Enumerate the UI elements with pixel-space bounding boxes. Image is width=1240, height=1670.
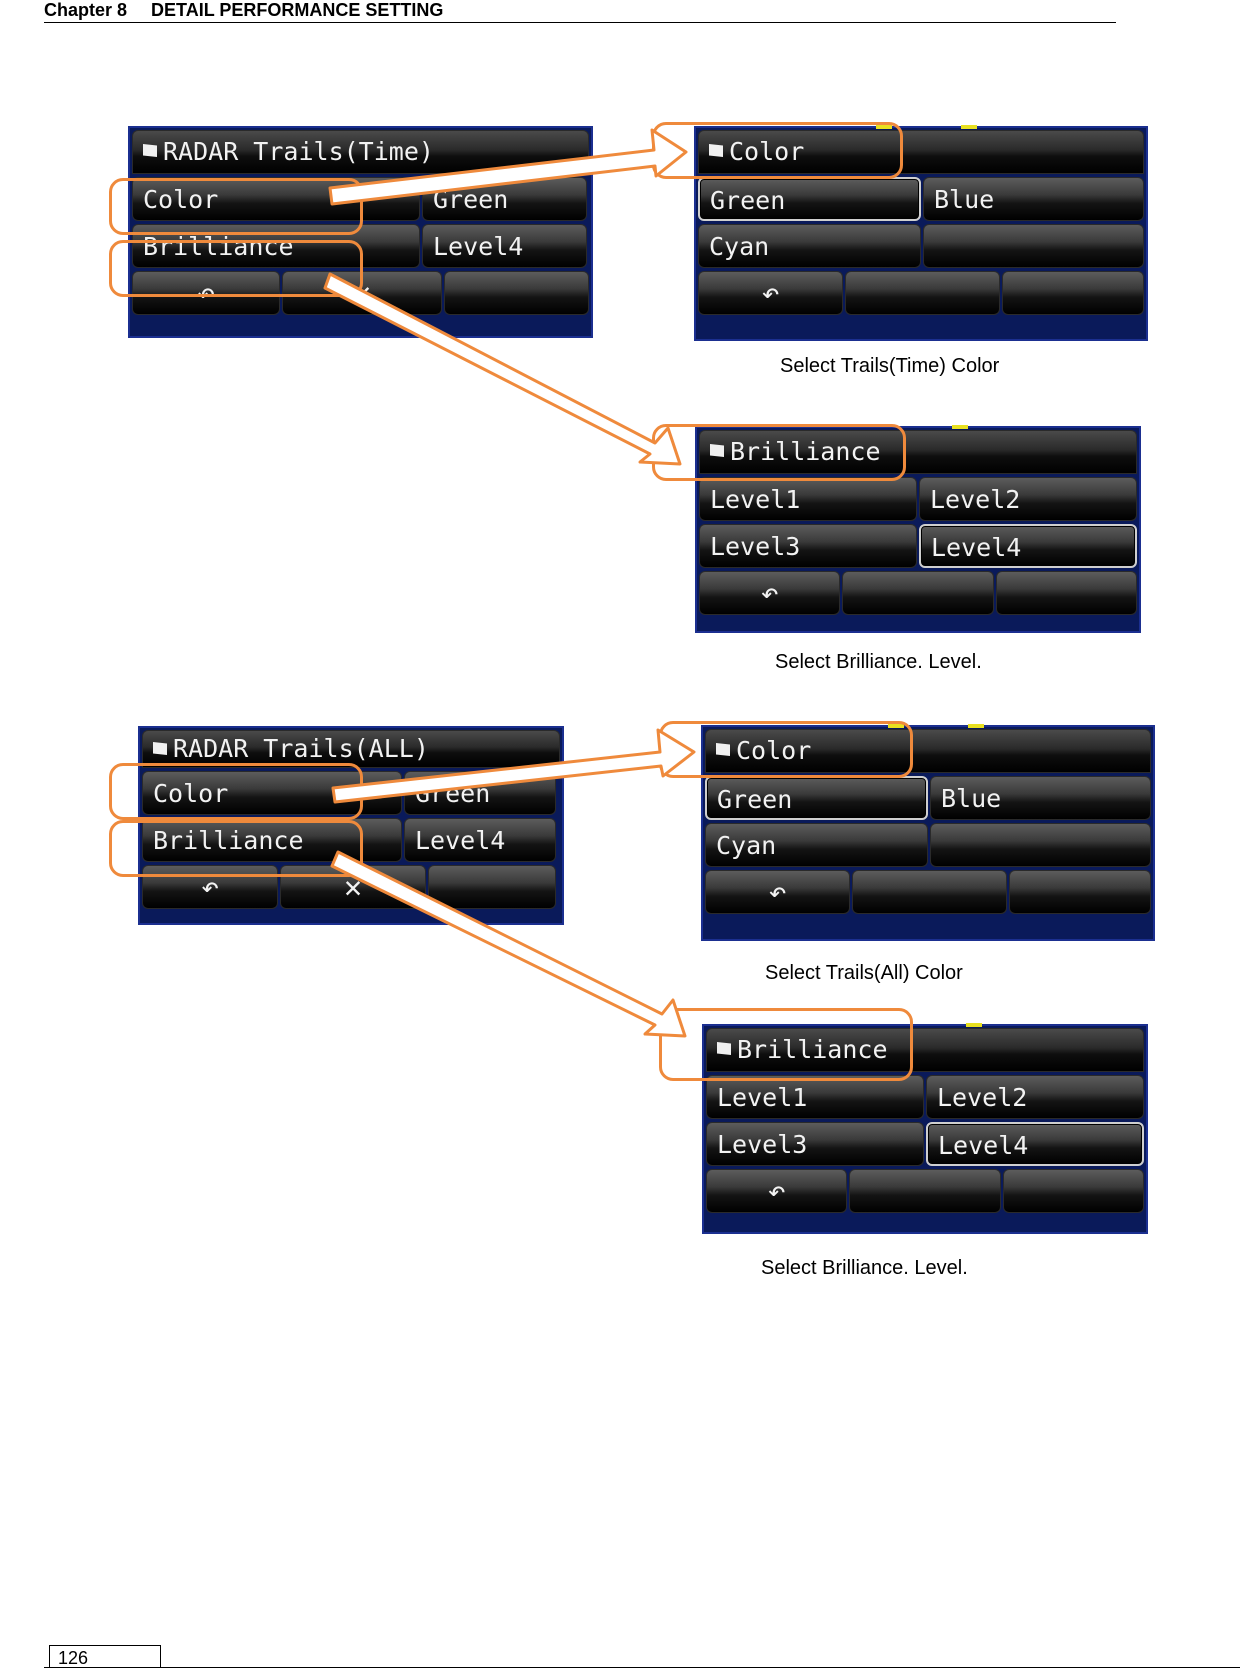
page-header: Chapter 8 DETAIL PERFORMANCE SETTING xyxy=(44,0,1116,23)
brilliance-title-bar: Brilliance xyxy=(706,1028,1144,1072)
empty-button xyxy=(842,571,994,615)
back-button[interactable]: ↶ xyxy=(698,271,843,315)
menu-title: RADAR Trails(Time) xyxy=(163,137,434,166)
flag-icon xyxy=(153,742,167,755)
option-level3[interactable]: Level3 xyxy=(699,524,917,568)
caption-all-brilliance: Select Brilliance. Level. xyxy=(761,1257,968,1279)
chapter-title: DETAIL PERFORMANCE SETTING xyxy=(151,0,444,20)
menu-title: RADAR Trails(ALL) xyxy=(173,734,429,763)
empty-button xyxy=(1009,870,1151,914)
back-button[interactable]: ↶ xyxy=(132,271,280,315)
flag-icon xyxy=(716,743,730,756)
color-panel-title: Color xyxy=(736,736,812,765)
option-cyan[interactable]: Cyan xyxy=(698,224,921,268)
option-level4[interactable]: Level4 xyxy=(919,524,1137,568)
back-button[interactable]: ↶ xyxy=(142,865,278,909)
empty-button xyxy=(995,571,1137,615)
flag-icon xyxy=(717,1042,731,1055)
back-button[interactable]: ↶ xyxy=(705,870,850,914)
flag-icon xyxy=(710,444,724,457)
footer-rule xyxy=(44,1667,1240,1668)
brilliance-title-bar: Brilliance xyxy=(699,430,1137,474)
trails-all-brilliance-panel: Brilliance Level1 Level2 Level3 Level4 ↶ xyxy=(702,1023,1148,1234)
back-button[interactable]: ↶ xyxy=(699,571,841,615)
caption-time-brilliance: Select Brilliance. Level. xyxy=(775,651,982,673)
empty-button xyxy=(444,271,589,315)
back-arrow-icon: ↶ xyxy=(768,875,787,910)
flag-icon xyxy=(143,144,157,157)
option-level3[interactable]: Level3 xyxy=(706,1122,924,1166)
back-button[interactable]: ↶ xyxy=(706,1169,848,1213)
arrow-to-brilliance-panel xyxy=(323,272,682,466)
empty-button xyxy=(1002,271,1144,315)
color-title-bar: Color xyxy=(705,729,1151,773)
highlight-brilliance-title xyxy=(659,1008,913,1081)
option-green[interactable]: Green xyxy=(698,177,921,221)
empty-button xyxy=(1002,1169,1144,1213)
arrow-to-color-panel xyxy=(331,728,696,804)
menu-title-bar: RADAR Trails(Time) xyxy=(132,130,589,174)
option-level1[interactable]: Level1 xyxy=(706,1075,924,1119)
empty-button xyxy=(849,1169,1001,1213)
back-arrow-icon: ↶ xyxy=(196,276,216,311)
option-cyan[interactable]: Cyan xyxy=(705,823,928,867)
brilliance-panel-title: Brilliance xyxy=(737,1035,888,1064)
color-panel-title: Color xyxy=(729,137,805,166)
option-empty xyxy=(930,823,1151,867)
option-level4[interactable]: Level4 xyxy=(926,1122,1144,1166)
highlight-brilliance-row xyxy=(109,820,363,877)
caption-time-color: Select Trails(Time) Color xyxy=(780,355,1000,377)
caption-all-color: Select Trails(All) Color xyxy=(765,962,963,984)
highlight-color-row xyxy=(109,178,363,235)
option-blue[interactable]: Blue xyxy=(930,776,1151,820)
trails-time-color-panel: Color Green Blue Cyan ↶ xyxy=(694,125,1148,341)
back-arrow-icon: ↶ xyxy=(760,576,779,611)
option-level1[interactable]: Level1 xyxy=(699,477,917,521)
brilliance-value-button[interactable]: Level4 xyxy=(422,224,587,268)
empty-button xyxy=(845,271,1000,315)
brilliance-button[interactable]: Brilliance xyxy=(142,818,402,862)
highlight-brilliance-row xyxy=(109,240,363,297)
chapter-number: Chapter 8 xyxy=(44,0,128,20)
color-title-bar: Color xyxy=(698,130,1144,174)
option-level2[interactable]: Level2 xyxy=(919,477,1137,521)
brilliance-button[interactable]: Brilliance xyxy=(132,224,420,268)
empty-button xyxy=(428,865,556,909)
arrow-to-brilliance-panel xyxy=(330,850,687,1038)
menu-title-bar: RADAR Trails(ALL) xyxy=(142,730,560,768)
flag-icon xyxy=(709,144,723,157)
option-empty xyxy=(923,224,1144,268)
back-arrow-icon: ↶ xyxy=(761,276,780,311)
trails-all-color-panel: Color Green Blue Cyan ↶ xyxy=(701,724,1155,941)
back-arrow-icon: ↶ xyxy=(200,870,220,905)
brilliance-panel-title: Brilliance xyxy=(730,437,881,466)
option-green[interactable]: Green xyxy=(705,776,928,820)
arrow-to-color-panel xyxy=(328,128,688,206)
back-arrow-icon: ↶ xyxy=(767,1174,786,1209)
option-blue[interactable]: Blue xyxy=(923,177,1144,221)
option-level2[interactable]: Level2 xyxy=(926,1075,1144,1119)
page-number: 126 xyxy=(49,1645,161,1668)
empty-button xyxy=(852,870,1007,914)
brilliance-value-button[interactable]: Level4 xyxy=(404,818,556,862)
trails-time-brilliance-panel: Brilliance Level1 Level2 Level3 Level4 ↶ xyxy=(695,425,1141,633)
